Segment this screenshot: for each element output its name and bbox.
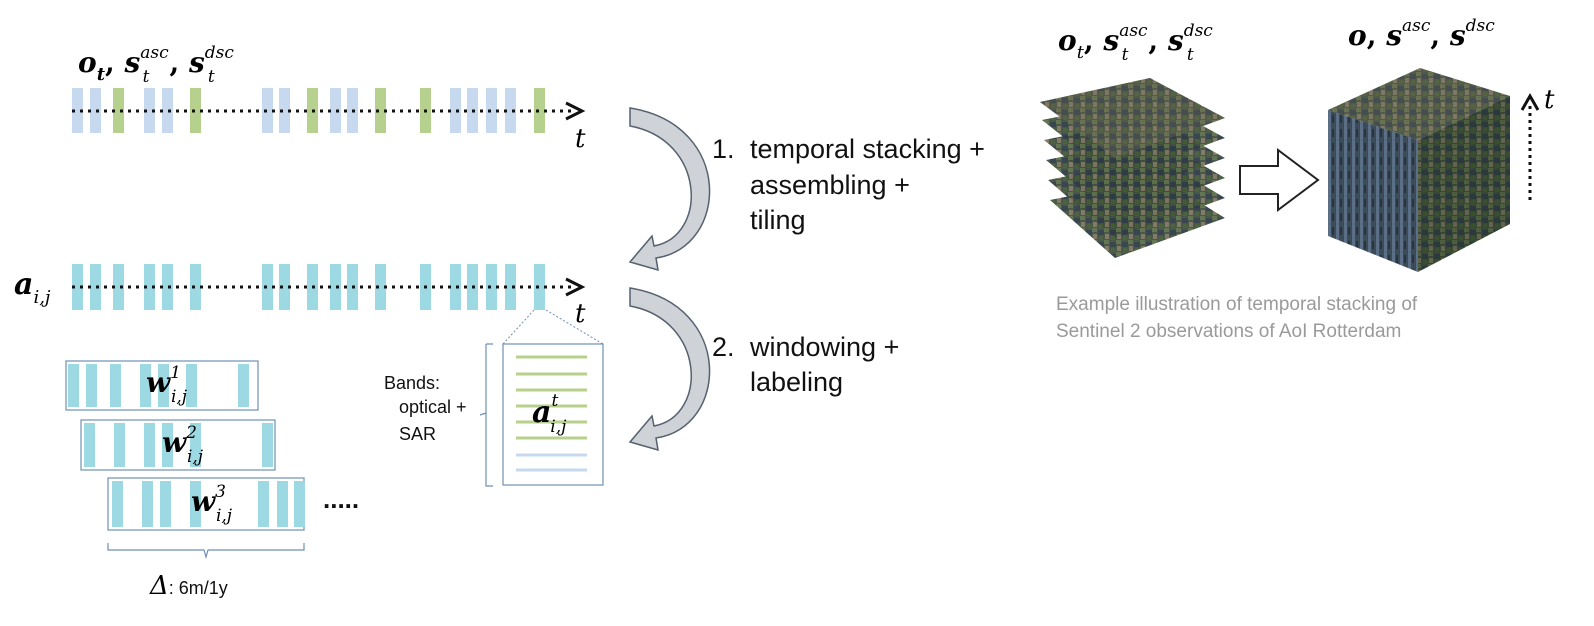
bands-title: Bands: [384,373,440,393]
assembled-bar [375,264,386,310]
window-bar [158,364,169,407]
assembled-bar [534,264,545,310]
window-bar [140,364,151,407]
assembled-axis-arrowhead [565,277,586,297]
window-bar [258,481,269,527]
assembled-label: ai,j [14,267,51,308]
window-bar [160,481,171,527]
observation-bar [330,88,341,133]
window-bar [277,481,288,527]
observation-bar [486,88,497,133]
assembled-time-label: t [575,299,586,329]
more-windows-ellipsis: ..... [323,484,359,514]
observation-bar [450,88,461,133]
bands-line-3: SAR [399,424,436,444]
window-bar [262,423,273,467]
observation-bar [144,88,155,133]
observation-bar [190,88,201,133]
observation-bar [90,88,101,133]
assembled-bar [144,264,155,310]
cube-time-arrowhead [1520,92,1540,111]
caption-line-2: Sentinel 2 observations of AoI Rotterdam [1056,321,1401,342]
window-bar [294,481,305,527]
step-2: 2. windowing + labeling [712,332,899,397]
band-stack-box [502,343,604,486]
zoom-line-left [502,309,535,345]
assembled-bar [450,264,461,310]
window-bar [84,423,95,467]
bands-bracket [479,343,493,487]
window-bar [142,481,153,527]
window-bar [86,364,97,407]
observation-bar [534,88,545,133]
observation-bar [113,88,124,133]
obs-axis-arrowhead [565,101,586,121]
curved-arrow-step-1 [628,107,711,272]
window-bar [162,423,173,467]
observation-bar [279,88,290,133]
assembled-bar [486,264,497,310]
observation-bar [505,88,516,133]
data-cube [1328,68,1510,272]
step-1: 1. temporal stacking + assembling + tili… [712,134,985,235]
observation-bar [162,88,173,133]
window-bar [186,364,197,407]
window-bar [144,423,155,467]
assembled-bar [90,264,101,310]
observation-bar [72,88,83,133]
band-lines [516,355,587,472]
assembled-bar [113,264,124,310]
bands-line-2: optical + [399,397,467,417]
assembled-timeline: ai,j t [14,264,586,329]
step-2-line-2: labeling [750,367,843,397]
step-1-number: 1. [712,134,735,164]
assembled-bar [505,264,516,310]
image-stack [1040,78,1225,258]
observation-bar [262,88,273,133]
stack-to-cube-arrow [1239,148,1320,212]
window-bar [68,364,79,407]
assembled-bar [330,264,341,310]
assembled-bar [190,264,201,310]
caption-line-1: Example illustration of temporal stackin… [1056,294,1418,315]
window-bar [114,423,125,467]
observation-bar [375,88,386,133]
step-1-line-3: tiling [750,205,806,235]
window-bar [238,364,249,407]
window-span-label: Δ: 6m/1y [149,571,228,601]
curved-arrow-step-2 [628,287,711,452]
window-bar [112,481,123,527]
assembled-bar [162,264,173,310]
step-2-line-1: windowing + [749,332,899,362]
window-bar [110,364,121,407]
zoom-line-right [545,309,604,345]
assembled-bar [279,264,290,310]
illustration-right-label: o, sasc, sdsc [1348,16,1495,52]
step-1-line-2: assembling + [750,170,910,200]
window-span-brace [107,543,305,560]
step-2-number: 2. [712,332,735,362]
assembled-bar [72,264,83,310]
obs-time-label: t [575,124,586,154]
window-bar [190,423,201,467]
assembled-bar [262,264,273,310]
cube-time-label: t [1544,85,1555,115]
window-bar [190,481,201,527]
step-1-line-1: temporal stacking + [750,134,985,164]
